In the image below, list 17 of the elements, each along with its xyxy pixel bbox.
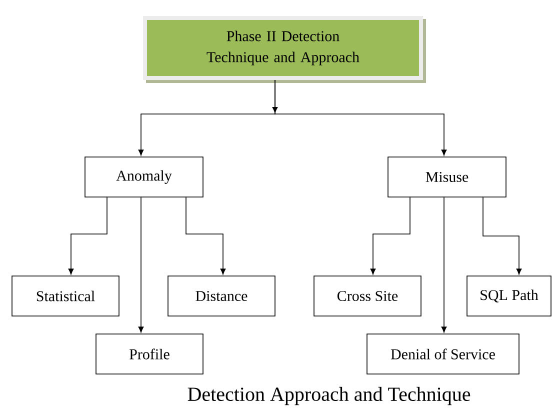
category-box: Misuse (388, 156, 506, 198)
arrow (370, 197, 410, 275)
category-box: Denial of Service (366, 334, 520, 374)
arrow (482, 197, 522, 275)
caption: Detection Approach and Technique (188, 386, 470, 406)
arrow (68, 197, 108, 275)
title-box: Phase II Detection Technique and Approach (143, 16, 426, 83)
category-box: Profile (96, 334, 204, 374)
category-box: Cross Site (314, 276, 422, 316)
category-box: Distance (168, 276, 276, 316)
category-box: Anomaly (84, 156, 204, 198)
category-box: SQL Path (466, 276, 552, 316)
arrow (186, 197, 226, 275)
arrow (138, 197, 144, 333)
category-box: Statistical (12, 276, 120, 316)
arrow (274, 80, 447, 156)
arrow (441, 197, 447, 333)
